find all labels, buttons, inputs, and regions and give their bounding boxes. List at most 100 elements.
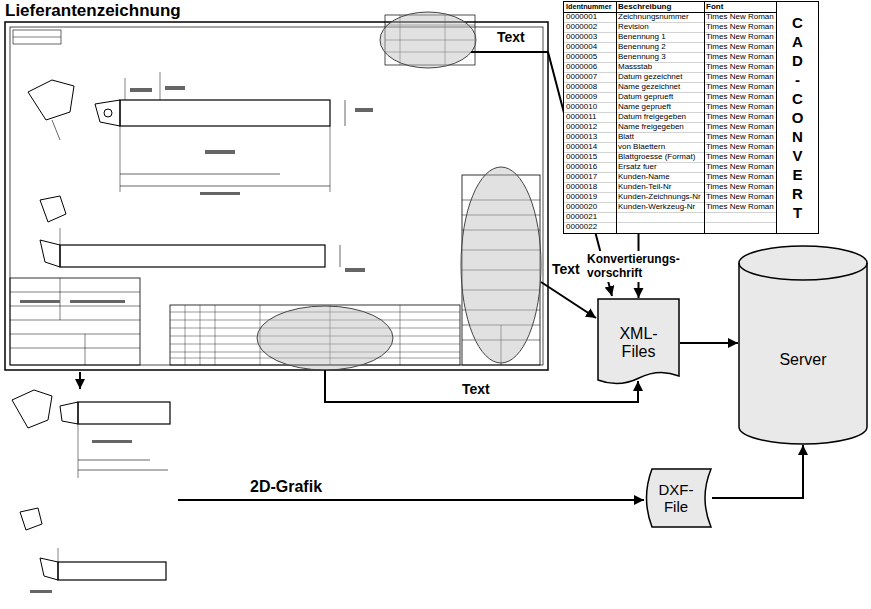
table-cell: 0000019 [566, 192, 597, 202]
shape-rim [739, 263, 867, 280]
lower-dimension [58, 548, 59, 562]
flow-arrows [80, 52, 644, 500]
table-cell: Kunden-Zeichnungs-Nr [618, 192, 701, 202]
table-cell: Times New Roman [706, 202, 774, 212]
node-text-area: XML- Files [597, 298, 680, 388]
table-cell: 0000008 [566, 82, 597, 92]
shape-body [739, 246, 867, 444]
table-cell: Times New Roman [706, 92, 774, 102]
text-blob [345, 268, 365, 272]
revision-block-lines [10, 278, 140, 365]
table-cell: Datum gezeichnet [618, 72, 682, 82]
dimension-line [160, 72, 161, 100]
screw [104, 109, 112, 117]
table-cell: 0000002 [566, 22, 597, 32]
table-cell: Times New Roman [706, 152, 774, 162]
table-cell: Benennung 1 [618, 32, 666, 42]
lower-dimension [78, 470, 168, 471]
tool-insert [40, 196, 66, 222]
table-cell: 0000017 [566, 172, 597, 182]
table-cell: Kunden-Werkzeug-Nr [618, 202, 695, 212]
table-cell: 0000022 [566, 222, 597, 232]
table-cell: Times New Roman [706, 72, 774, 82]
node-text-area: Server [738, 245, 868, 445]
table-cell: 0000004 [566, 42, 597, 52]
table-cell: Times New Roman [706, 82, 774, 92]
table-cell: 0000001 [566, 12, 597, 22]
tool-head [40, 240, 60, 267]
lower-tool-head [40, 558, 58, 580]
small-table [13, 30, 61, 44]
dxf-file: DXF- File [640, 468, 712, 528]
table-cell: Times New Roman [706, 192, 774, 202]
tool-shank [120, 100, 330, 126]
table-cell: Times New Roman [706, 172, 774, 182]
highlight-ellipses [257, 12, 541, 370]
node-outline [738, 245, 868, 445]
table-cell: Times New Roman [706, 52, 774, 62]
table-cell: Times New Roman [706, 102, 774, 112]
dimension-line [125, 78, 126, 100]
table-cell: Name gezeichnet [618, 82, 680, 92]
text-blob [205, 150, 235, 154]
table-cell: Datum geprueft [618, 92, 673, 102]
table-cell: Name freigegeben [618, 122, 684, 132]
tool-insert [28, 80, 74, 120]
lower-dimension [78, 460, 150, 461]
table-cell: Massstab [618, 62, 652, 72]
table-cell: 0000013 [566, 132, 597, 142]
text-blob [92, 440, 132, 443]
table-cell: 0000003 [566, 32, 597, 42]
table-cell: Times New Roman [706, 182, 774, 192]
node-label: XML- Files [609, 325, 669, 362]
table-cell: 0000014 [566, 142, 597, 152]
table-cell: Blattgroesse (Format) [618, 152, 695, 162]
highlight-ellipse [257, 306, 393, 370]
connector-arrow [680, 342, 738, 344]
highlight-ellipse [461, 167, 541, 363]
column-header: Identnummer [566, 2, 612, 12]
dimension-line [330, 126, 331, 192]
lower-tool-insert [20, 508, 42, 530]
tool-shank [60, 245, 325, 267]
lower-tool-shank [58, 562, 166, 580]
flow-label: Text [497, 30, 525, 45]
table-cell: Times New Roman [706, 142, 774, 152]
xml-file: XML- Files [597, 298, 680, 388]
text-blob [20, 300, 60, 303]
table-cell: 0000010 [566, 102, 597, 112]
table-cell: Benennung 3 [618, 52, 666, 62]
lower-tool-insert [12, 390, 52, 428]
text-arrow [325, 370, 638, 402]
table-cell: 0000009 [566, 92, 597, 102]
grid-line [564, 13, 776, 223]
table-cell: Blatt [618, 132, 634, 142]
text-blob [355, 108, 373, 112]
dimension-line [60, 228, 61, 245]
table-cell: 0000021 [566, 212, 597, 222]
node-text-area: DXF- File [640, 468, 712, 528]
text-blob [165, 86, 185, 90]
table-cell: Datum freigegeben [618, 112, 686, 122]
table-cell: 0000012 [566, 122, 597, 132]
table-cell: Times New Roman [706, 42, 774, 52]
table-cell: Revision [618, 22, 649, 32]
table-cell: 0000015 [566, 152, 597, 162]
graphic-arrow [178, 499, 644, 501]
text-blob [130, 88, 152, 92]
table-cell: 0000020 [566, 202, 597, 212]
text-blob [30, 590, 52, 593]
table-cell: 0000006 [566, 62, 597, 72]
lower-tool-head [60, 402, 78, 424]
vertical-label-box: CAD - CONVERT [777, 2, 818, 233]
table-cell: 0000007 [566, 72, 597, 82]
text-blob [200, 192, 240, 195]
table-cell: 0000018 [566, 182, 597, 192]
vertical-label: CAD - CONVERT [790, 13, 805, 222]
dimension-line [120, 174, 280, 175]
flow-label: Text [462, 382, 490, 397]
text-arrow [541, 282, 596, 318]
table-cell: Times New Roman [706, 112, 774, 122]
grid-border [564, 2, 777, 233]
extract-arrow [79, 372, 81, 389]
